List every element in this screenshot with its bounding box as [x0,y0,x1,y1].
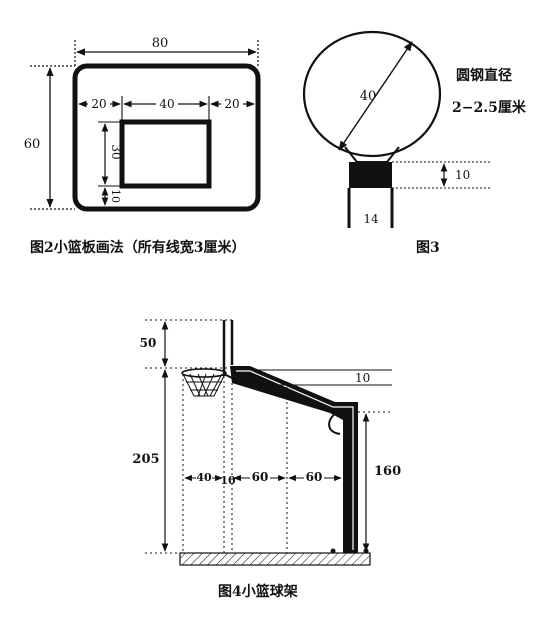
caption-figure-4: 图4小篮球架 [218,583,298,600]
figure-2-backboard: 80 60 20 40 20 30 10 [24,36,261,212]
label-seg-60a: 60 [252,470,269,484]
label-60: 60 [24,137,41,152]
label-seg-60b: 60 [306,470,323,484]
support-arm-inner [236,370,354,550]
label-diameter: 40 [360,89,377,104]
note-line-1: 圆钢直径 [456,67,512,84]
caption-figure-2: 图2小篮板画法（所有线宽3厘米） [30,239,245,256]
base-bolt [330,548,336,554]
note-line-2: 2−2.5厘米 [452,99,527,116]
hoop-rim [181,368,227,378]
label-205: 205 [132,452,159,467]
hoop-circle [302,30,442,158]
backboard-outer [72,63,261,212]
label-80: 80 [152,36,169,51]
label-50: 50 [140,336,157,350]
label-10: 10 [109,189,122,203]
post-top-block [349,162,392,188]
ground-base [179,552,371,566]
backboard-inner-rect [119,119,212,189]
label-20-left: 20 [91,97,106,111]
net [182,373,226,397]
figure-3-hoop: 40 14 10 圆钢直径 2−2.5厘米 [302,30,527,228]
label-seg-10: 10 [220,474,236,487]
label-neck: 10 [455,168,470,182]
label-arm-10: 10 [355,371,370,385]
label-20-right: 20 [224,97,239,111]
arm-hook [328,411,341,435]
support-arm [230,366,358,553]
label-40: 40 [159,97,174,111]
label-30: 30 [109,144,123,159]
label-post-width: 14 [363,212,379,226]
dim-line-diameter [338,41,413,151]
figure-4-stand: 50 205 10 160 40 10 60 60 [132,319,401,566]
label-seg-40: 40 [196,471,212,484]
label-160: 160 [374,464,401,479]
caption-figure-3: 图3 [416,240,440,256]
hoop-bracket [223,373,233,379]
